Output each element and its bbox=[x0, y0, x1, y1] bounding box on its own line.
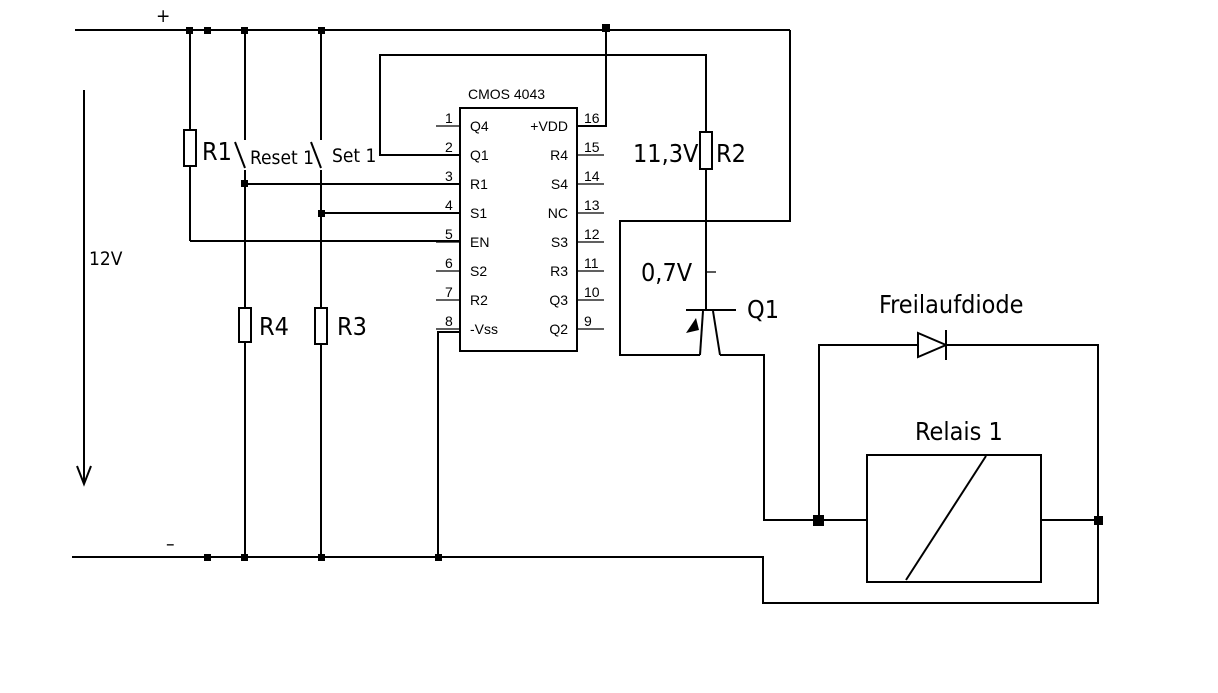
junction-dot bbox=[241, 180, 248, 187]
voltage-arrowhead bbox=[76, 465, 92, 487]
reset-switch-label: Reset 1 bbox=[250, 147, 314, 169]
ic-pin-label: EN bbox=[470, 234, 489, 250]
diode-label: Freilaufdiode bbox=[879, 290, 1024, 319]
ic-pin-label: S4 bbox=[551, 176, 568, 192]
relay-coil bbox=[866, 454, 1042, 583]
ic-pin-number: 15 bbox=[584, 139, 600, 155]
ic-pin-number: 13 bbox=[584, 197, 600, 213]
junction-dot bbox=[435, 554, 442, 561]
junction-dot bbox=[318, 554, 325, 561]
supply-loop-wire bbox=[619, 30, 791, 356]
relay-return-wire bbox=[740, 520, 1099, 604]
ic-pin-label: Q1 bbox=[470, 147, 489, 163]
ic-pin-number: 3 bbox=[445, 168, 453, 184]
ic-pin-label: Q3 bbox=[549, 292, 568, 308]
ic-pin-number: 4 bbox=[445, 197, 453, 213]
plus-label: + bbox=[156, 5, 170, 27]
ic-pin-label: R1 bbox=[470, 176, 488, 192]
ic-pin-number: 8 bbox=[445, 313, 453, 329]
ic-pin-label: +VDD bbox=[530, 118, 568, 134]
junction-dot bbox=[241, 554, 248, 561]
ic-pin-number: 12 bbox=[584, 226, 600, 242]
relay-diagonal bbox=[905, 455, 987, 581]
emitter-arrow bbox=[686, 318, 699, 333]
ic-pin-label: Q2 bbox=[549, 321, 568, 337]
supply-voltage-label: 12V bbox=[89, 248, 123, 270]
emitter-wire bbox=[720, 354, 867, 521]
ic-pin-number: 6 bbox=[445, 255, 453, 271]
ic-pin-number: 7 bbox=[445, 284, 453, 300]
junction-dot bbox=[318, 210, 325, 217]
set-switch-label: Set 1 bbox=[332, 145, 376, 167]
transistor-collector bbox=[699, 310, 704, 356]
r1-resistor bbox=[183, 129, 197, 167]
ic-name: CMOS 4043 bbox=[468, 86, 545, 102]
minus-label: – bbox=[166, 533, 175, 555]
junction-dot bbox=[204, 554, 211, 561]
ic-pin-number: 14 bbox=[584, 168, 600, 184]
junction-dot bbox=[241, 27, 248, 34]
ic-pin-number: 16 bbox=[584, 110, 600, 126]
relay-label: Relais 1 bbox=[915, 417, 1003, 446]
diode-loop-wire bbox=[818, 344, 1099, 520]
junction-dot bbox=[318, 27, 325, 34]
ic-pin-label: NC bbox=[548, 205, 568, 221]
r2-label: R2 bbox=[716, 139, 746, 168]
junction-dot bbox=[602, 24, 610, 32]
ic-body bbox=[459, 107, 578, 352]
reset-switch bbox=[234, 141, 246, 169]
r1-label: R1 bbox=[202, 137, 232, 166]
ic-pin-label: S1 bbox=[470, 205, 487, 221]
ic-pin-label: Q4 bbox=[470, 118, 489, 134]
set-switch bbox=[310, 141, 322, 169]
junction-dot bbox=[813, 515, 824, 526]
transistor-emitter bbox=[712, 310, 721, 356]
junction-dot bbox=[204, 27, 211, 34]
r3-resistor bbox=[314, 307, 328, 345]
junction-dot bbox=[1094, 516, 1103, 525]
junction-dot bbox=[186, 27, 193, 34]
ic-pin-number: 2 bbox=[445, 139, 453, 155]
q1-output-wire bbox=[379, 54, 707, 156]
vss-wire bbox=[437, 331, 460, 557]
diode-symbol bbox=[917, 331, 949, 359]
ic-pin-label: S3 bbox=[551, 234, 568, 250]
r4-resistor bbox=[238, 307, 252, 343]
ic-pin-number: 5 bbox=[445, 226, 453, 242]
ic-pin-label: R3 bbox=[550, 263, 568, 279]
ic-pin-number: 10 bbox=[584, 284, 600, 300]
ic-pin-label: R2 bbox=[470, 292, 488, 308]
r4-label: R4 bbox=[259, 312, 289, 341]
ic-pin-label: R4 bbox=[550, 147, 568, 163]
vce-label: 11,3V bbox=[633, 139, 699, 168]
r3-label: R3 bbox=[337, 312, 367, 341]
ic-pin-number: 1 bbox=[445, 110, 453, 126]
transistor-label: Q1 bbox=[747, 295, 779, 324]
ic-pin-number: 11 bbox=[584, 255, 599, 271]
ic-pin-label: S2 bbox=[470, 263, 487, 279]
ic-pin-label: -Vss bbox=[470, 321, 498, 337]
vbe-label: 0,7V bbox=[641, 258, 693, 287]
ic-pin-number: 9 bbox=[584, 313, 592, 329]
r2-resistor bbox=[699, 131, 713, 170]
